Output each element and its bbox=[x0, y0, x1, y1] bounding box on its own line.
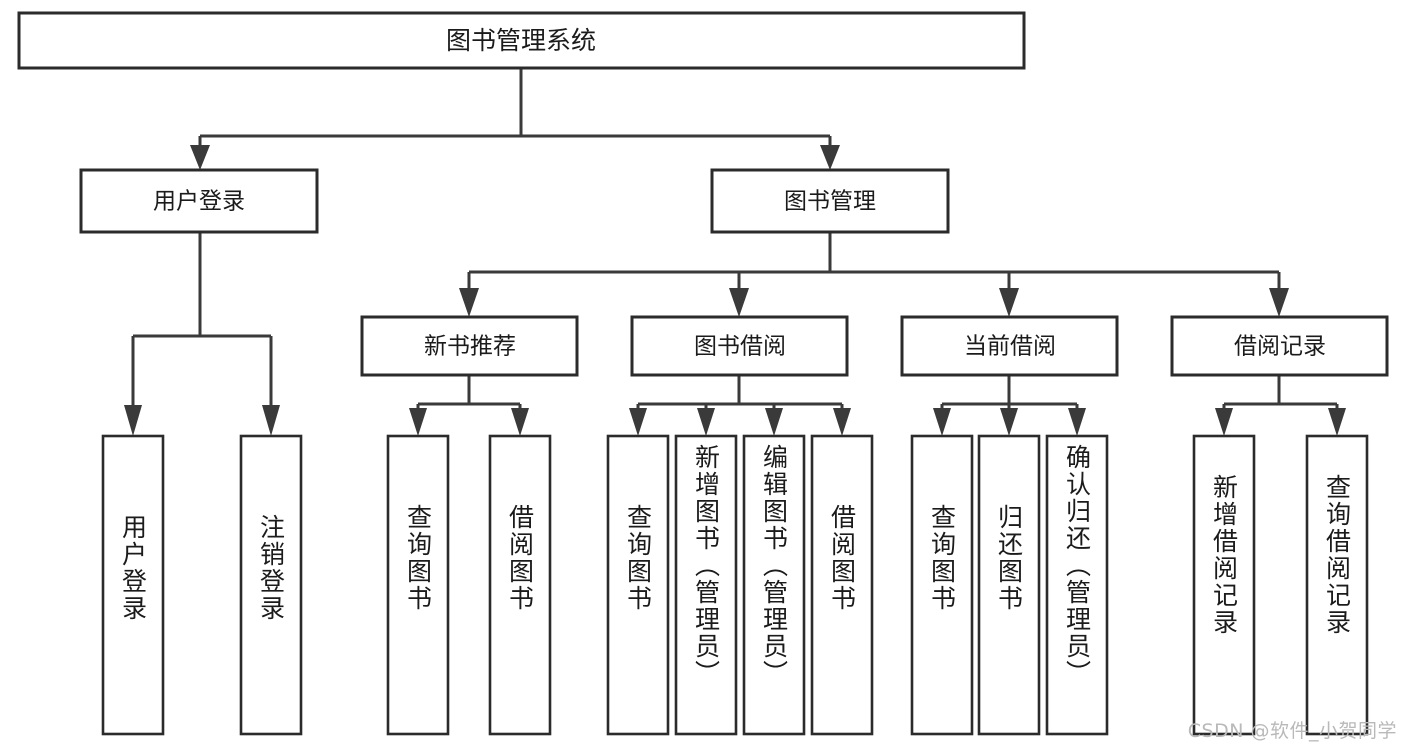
leaf-box-add-book[interactable] bbox=[674, 434, 738, 736]
node-current-borrow[interactable]: 当前借阅 bbox=[900, 315, 1119, 377]
node-book-borrow-box[interactable] bbox=[630, 315, 849, 377]
arrowhead-leaf-logout bbox=[262, 405, 280, 436]
node-current-borrow-label: 当前借阅 bbox=[964, 334, 1056, 360]
node-root-box[interactable] bbox=[17, 11, 1026, 70]
node-new-book-recommend-box[interactable] bbox=[360, 315, 579, 377]
leaf-box-query-record[interactable] bbox=[1305, 434, 1369, 736]
arrowhead-leaf-query-book-2 bbox=[629, 408, 647, 436]
node-root[interactable]: 图书管理系统 bbox=[17, 11, 1026, 70]
arrowhead-bookmgmt bbox=[820, 145, 840, 170]
arrowhead-leaf-return-book bbox=[1000, 408, 1018, 436]
node-new-book-recommend-label: 新书推荐 bbox=[424, 334, 516, 360]
arrowhead-leaf-add-book bbox=[697, 408, 715, 436]
arrowhead-current-borrow bbox=[999, 288, 1019, 317]
connector-group-newbook bbox=[409, 375, 529, 436]
node-book-borrow[interactable]: 图书借阅 bbox=[630, 315, 849, 377]
leaf-boxes-user-login bbox=[101, 434, 303, 736]
node-user-login-box[interactable] bbox=[79, 168, 319, 234]
node-borrow-record-box[interactable] bbox=[1170, 315, 1389, 377]
leaf-boxes-current-borrow bbox=[910, 434, 1109, 736]
arrowhead-userlogin bbox=[190, 145, 210, 170]
node-book-management-label: 图书管理 bbox=[784, 189, 876, 215]
node-new-book-recommend[interactable]: 新书推荐 bbox=[360, 315, 579, 377]
leaf-boxes-new-book-recommend bbox=[386, 434, 552, 736]
leaf-box-borrow-book-1[interactable] bbox=[488, 434, 552, 736]
leaf-box-logout[interactable] bbox=[239, 434, 303, 736]
arrowhead-leaf-query-record bbox=[1328, 408, 1346, 436]
leaf-boxes-book-borrow bbox=[606, 434, 874, 736]
arrowhead-leaf-edit-book bbox=[765, 408, 783, 436]
arrowhead-leaf-query-book-3 bbox=[933, 408, 951, 436]
node-current-borrow-box[interactable] bbox=[900, 315, 1119, 377]
arrowhead-leaf-add-record bbox=[1215, 408, 1233, 436]
arrowhead-leaf-query-book-1 bbox=[409, 408, 427, 436]
node-borrow-record[interactable]: 借阅记录 bbox=[1170, 315, 1389, 377]
node-root-label: 图书管理系统 bbox=[446, 26, 596, 55]
connector-group-bookborrow bbox=[629, 375, 851, 436]
arrowhead-new-book-recommend bbox=[459, 288, 479, 317]
node-user-login[interactable]: 用户登录 bbox=[79, 168, 319, 234]
leaf-box-query-book-3[interactable] bbox=[910, 434, 974, 736]
arrowhead-borrow-record bbox=[1269, 288, 1289, 317]
leaf-box-edit-book[interactable] bbox=[742, 434, 806, 736]
connector-group-borrowrecord bbox=[1215, 375, 1346, 436]
arrowhead-leaf-borrow-book-2 bbox=[833, 408, 851, 436]
arrowhead-leaf-user-login bbox=[124, 405, 142, 436]
connector-group-bookmgmt bbox=[459, 232, 1289, 317]
node-book-management[interactable]: 图书管理 bbox=[710, 168, 950, 234]
leaf-box-return-book[interactable] bbox=[977, 434, 1041, 736]
node-user-login-label: 用户登录 bbox=[153, 189, 245, 215]
leaf-boxes-borrow-record bbox=[1192, 434, 1369, 736]
node-borrow-record-label: 借阅记录 bbox=[1234, 334, 1326, 360]
leaf-box-query-book-2[interactable] bbox=[606, 434, 670, 736]
node-book-borrow-label: 图书借阅 bbox=[694, 334, 786, 360]
connector-group-currentborrow bbox=[933, 375, 1086, 436]
leaf-box-add-record[interactable] bbox=[1192, 434, 1256, 736]
leaf-box-query-book-1[interactable] bbox=[386, 434, 450, 736]
watermark-text: CSDN @软件_小贺同学 bbox=[1187, 720, 1397, 742]
arrowhead-leaf-borrow-book-1 bbox=[511, 408, 529, 436]
leaf-box-borrow-book-2[interactable] bbox=[810, 434, 874, 736]
leaf-box-confirm-return[interactable] bbox=[1045, 434, 1109, 736]
node-book-management-box[interactable] bbox=[710, 168, 950, 234]
arrowhead-book-borrow bbox=[729, 288, 749, 317]
arrowhead-leaf-confirm-return bbox=[1068, 408, 1086, 436]
connector-group-userlogin bbox=[124, 232, 280, 436]
leaf-box-user-login[interactable] bbox=[101, 434, 165, 736]
connector-group-root bbox=[190, 68, 840, 170]
